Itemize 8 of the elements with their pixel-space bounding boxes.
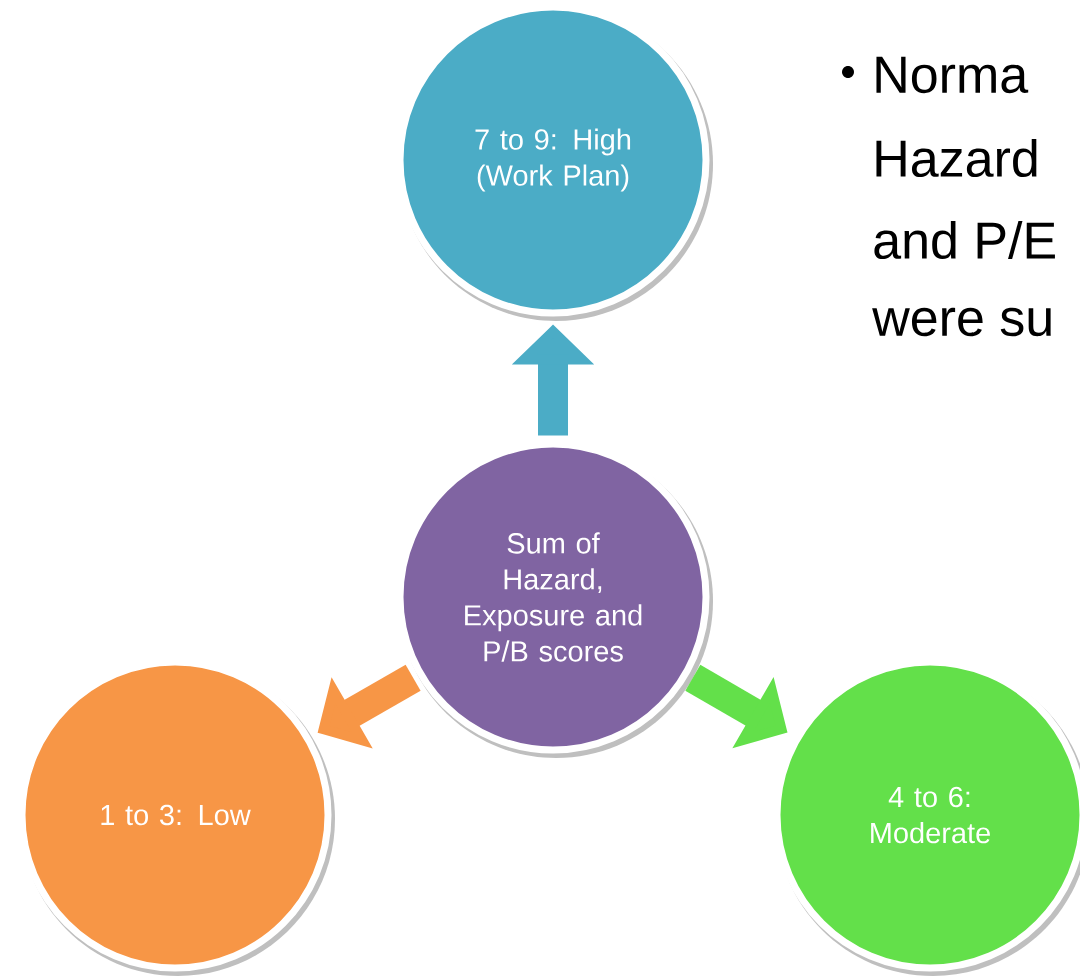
bullet-text: were su <box>872 307 1051 337</box>
circle-node: 1 to 3: Low <box>18 658 335 976</box>
circle-node: 7 to 9: High (Work Plan) <box>396 3 713 321</box>
bullet-text: and P/E <box>874 220 1055 260</box>
circle-node: 4 to 6: Moderate <box>773 658 1080 976</box>
circle-node: Sum of Hazard, Exposure and P/B scores <box>396 440 713 758</box>
bullet-text: Norma <box>876 56 1029 94</box>
bullet-text: Hazard <box>876 138 1037 178</box>
